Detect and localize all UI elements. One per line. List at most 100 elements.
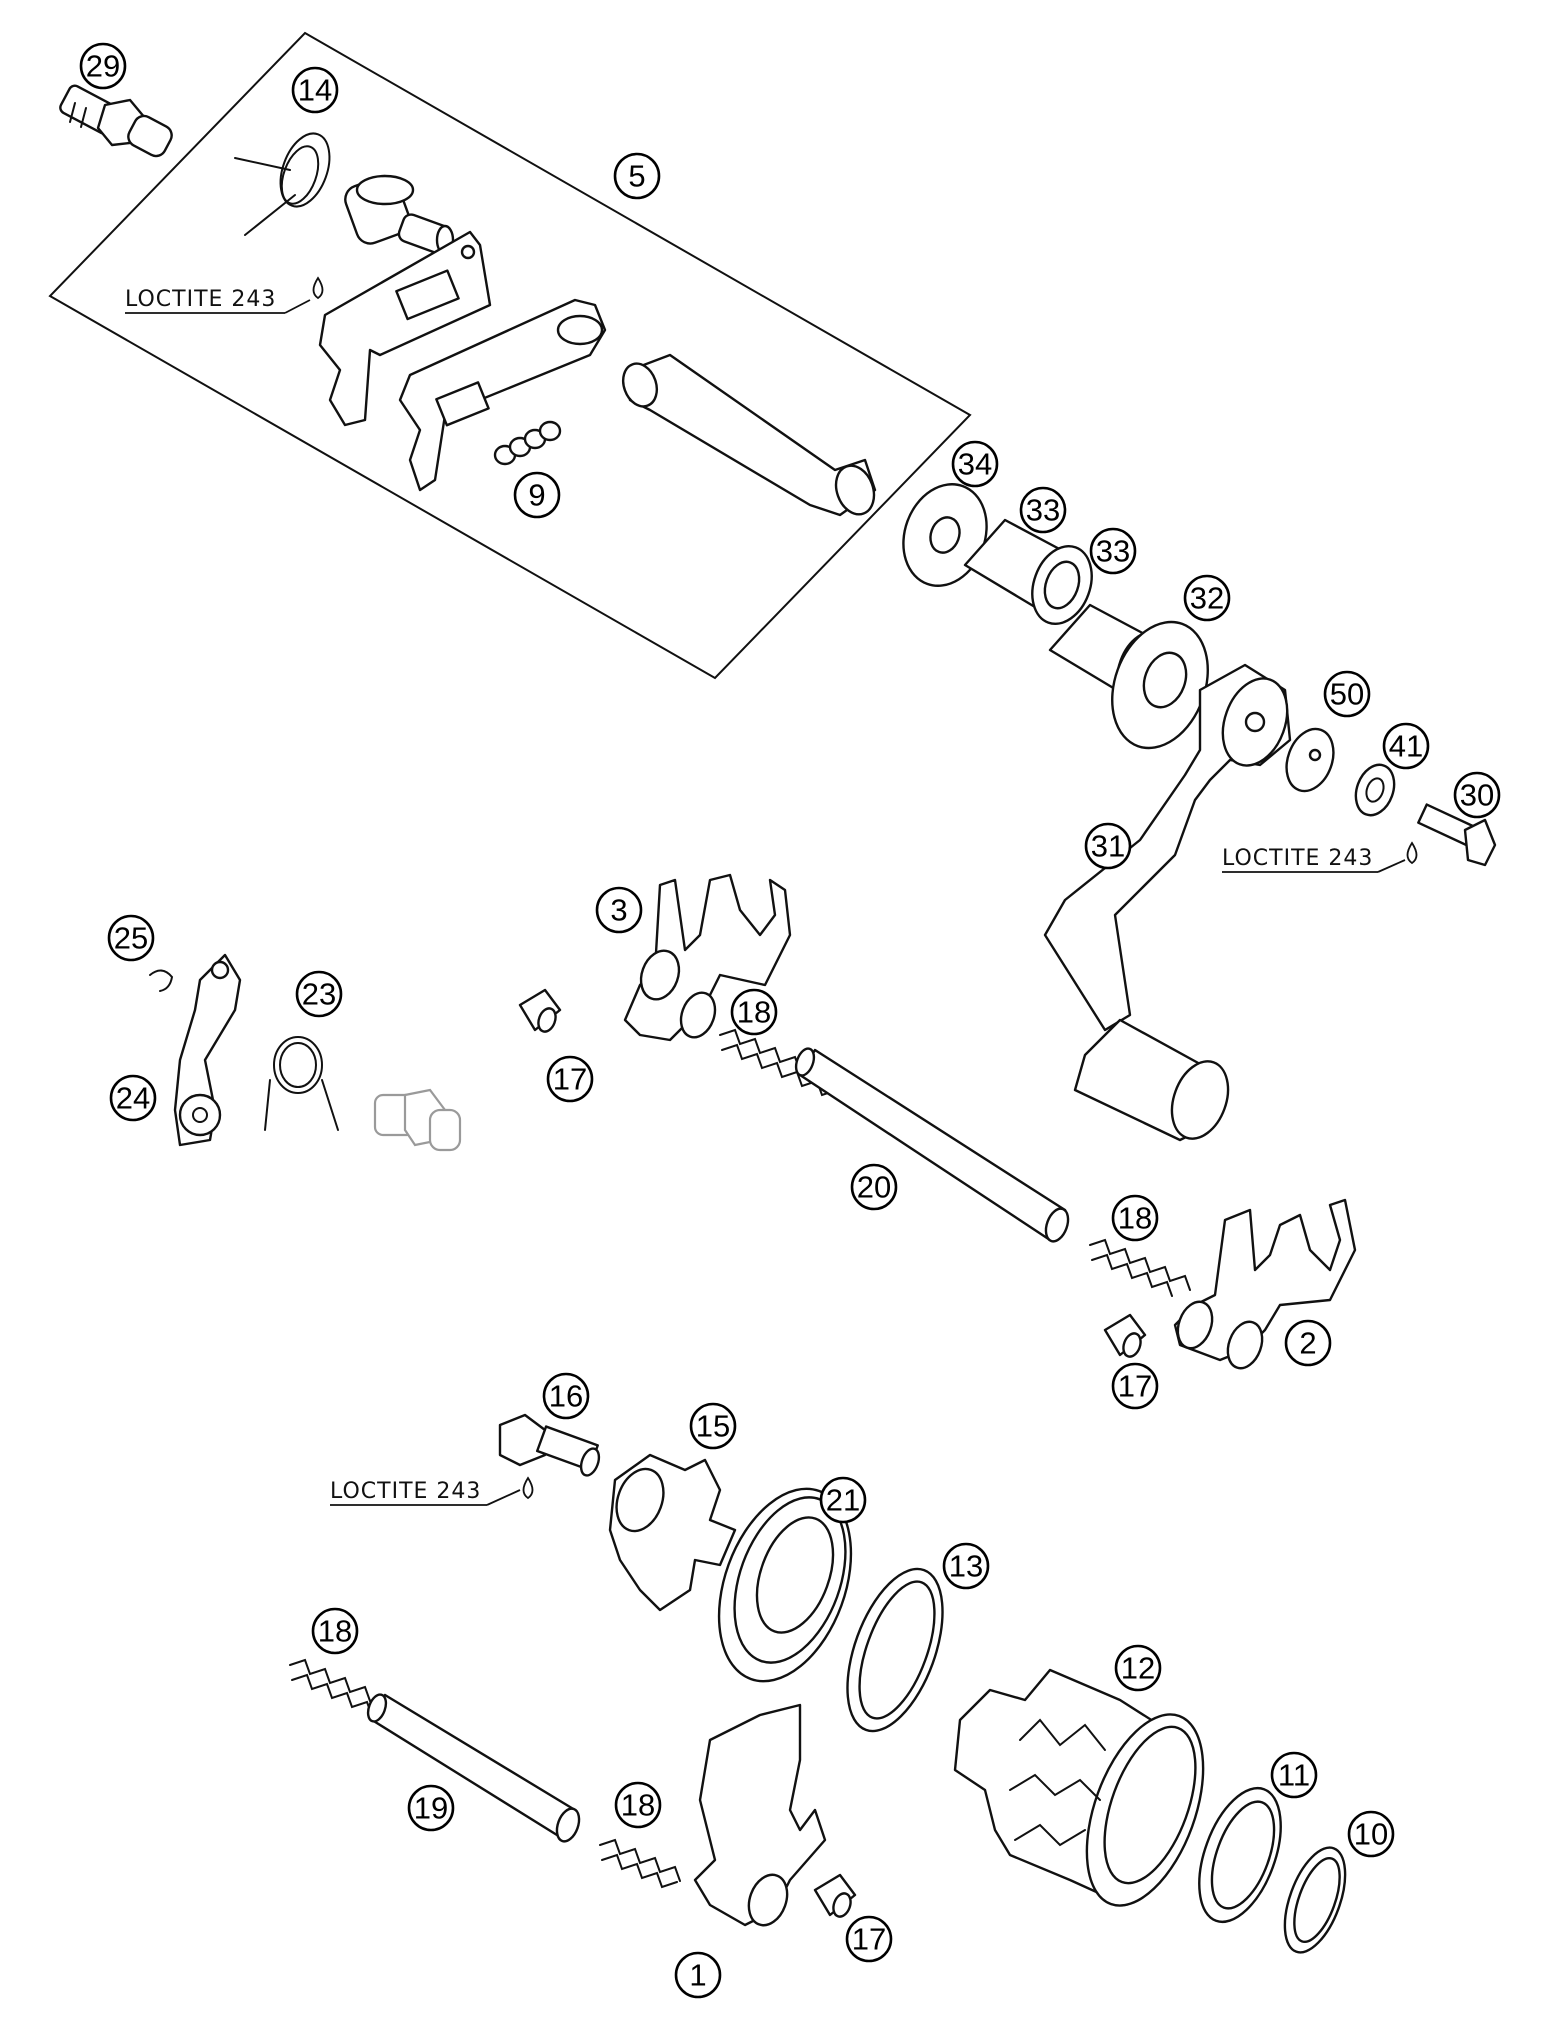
callout-41-label: 41 xyxy=(1389,729,1423,764)
part-17-pin-c xyxy=(813,1873,857,1918)
callout-16-label: 16 xyxy=(549,1379,583,1414)
callout-5: 5 xyxy=(613,152,661,200)
callout-33b-label: 33 xyxy=(1096,534,1130,569)
callout-21-label: 21 xyxy=(826,1483,860,1518)
part-10-washer xyxy=(1283,1846,1347,1954)
callout-34-label: 34 xyxy=(958,447,992,482)
callout-3-label: 3 xyxy=(610,893,627,928)
callout-12-label: 12 xyxy=(1121,1651,1155,1686)
part-16-bolt xyxy=(498,1413,601,1477)
loctite-note-top: LOCTITE 243 xyxy=(125,276,324,314)
callout-1-label: 1 xyxy=(689,1958,706,1993)
callout-10: 10 xyxy=(1347,1810,1395,1858)
shift-plate xyxy=(318,230,492,427)
part-17-pin-a xyxy=(518,988,562,1033)
part-2-shift-fork xyxy=(1173,1198,1357,1370)
part-25-circlip xyxy=(149,969,174,992)
part-33-bearing-a xyxy=(963,518,1093,625)
callout-17b: 17 xyxy=(1111,1362,1159,1410)
part-23-spring xyxy=(264,1036,339,1131)
callout-2-label: 2 xyxy=(1299,1326,1316,1361)
callout-1: 1 xyxy=(674,1951,722,1999)
callout-14: 14 xyxy=(291,66,339,114)
part-13-ring xyxy=(846,1567,944,1733)
part-41-lockwasher xyxy=(1354,763,1396,817)
callout-20: 20 xyxy=(850,1163,898,1211)
callout-31: 31 xyxy=(1084,822,1132,870)
callout-18c: 18 xyxy=(311,1607,359,1655)
callout-17a: 17 xyxy=(546,1055,594,1103)
callout-2: 2 xyxy=(1284,1319,1332,1367)
callout-14-label: 14 xyxy=(298,73,332,108)
part-21-bearing xyxy=(717,1487,853,1683)
loctite-label-bottom: LOCTITE 243 xyxy=(330,1479,481,1504)
callout-25-label: 25 xyxy=(114,921,148,956)
callout-20-label: 20 xyxy=(857,1170,891,1205)
callout-33a: 33 xyxy=(1019,486,1067,534)
part-24-locking-lever xyxy=(173,953,242,1147)
part-19-shaft xyxy=(366,1693,581,1843)
callout-19-label: 19 xyxy=(414,1791,448,1826)
callout-30-label: 30 xyxy=(1460,778,1494,813)
part-29-stud xyxy=(59,84,173,158)
shift-shaft xyxy=(621,353,877,517)
callout-17c: 17 xyxy=(845,1915,893,1963)
callout-12: 12 xyxy=(1114,1644,1162,1692)
callout-9-label: 9 xyxy=(528,478,545,513)
callout-3: 3 xyxy=(595,886,643,934)
callout-17c-label: 17 xyxy=(852,1922,886,1957)
part-1-shift-fork xyxy=(693,1703,827,1927)
callout-33b: 33 xyxy=(1089,527,1137,575)
callout-11: 11 xyxy=(1270,1751,1318,1799)
callout-17a-label: 17 xyxy=(553,1062,587,1097)
callout-24-label: 24 xyxy=(116,1081,150,1116)
detent-pin xyxy=(344,174,455,256)
callout-50: 50 xyxy=(1323,670,1371,718)
callout-31-label: 31 xyxy=(1091,829,1125,864)
callout-19: 19 xyxy=(407,1784,455,1832)
loctite-label-right: LOCTITE 243 xyxy=(1222,846,1373,871)
callout-41: 41 xyxy=(1382,722,1430,770)
assembly-group-outline xyxy=(48,31,972,680)
callout-11-label: 11 xyxy=(1278,1758,1310,1793)
callout-18d-label: 18 xyxy=(621,1788,655,1823)
callout-18a: 18 xyxy=(730,988,778,1036)
callout-9: 9 xyxy=(513,471,561,519)
selector-arm xyxy=(398,298,607,492)
part-9-rollers xyxy=(493,420,562,466)
loctite-label-top: LOCTITE 243 xyxy=(125,287,276,312)
callout-15-label: 15 xyxy=(696,1409,730,1444)
callout-23-label: 23 xyxy=(302,977,336,1012)
callout-29-label: 29 xyxy=(86,49,120,84)
part-3-shift-fork xyxy=(623,873,792,1042)
callout-32-label: 32 xyxy=(1190,581,1224,616)
callout-34: 34 xyxy=(951,440,999,488)
part-34-washer xyxy=(902,483,988,587)
callout-17b-label: 17 xyxy=(1118,1369,1152,1404)
loctite-note-right: LOCTITE 243 xyxy=(1222,841,1418,873)
part-30-bolt xyxy=(1417,803,1497,867)
part-12-shift-drum xyxy=(953,1668,1205,1907)
callout-5-label: 5 xyxy=(628,159,645,194)
loctite-note-bottom: LOCTITE 243 xyxy=(330,1476,534,1506)
part-17-pin-b xyxy=(1103,1313,1147,1358)
callout-29: 29 xyxy=(79,42,127,90)
callout-50-label: 50 xyxy=(1330,677,1364,712)
callout-32: 32 xyxy=(1183,574,1231,622)
callout-23: 23 xyxy=(295,970,343,1018)
callout-24: 24 xyxy=(109,1074,157,1122)
part-50-washer xyxy=(1285,727,1335,793)
callout-18b: 18 xyxy=(1111,1194,1159,1242)
part-11-bearing xyxy=(1198,1786,1282,1924)
part-18-spring-b xyxy=(1089,1238,1191,1297)
callout-30: 30 xyxy=(1453,771,1501,819)
callout-18a-label: 18 xyxy=(737,995,771,1030)
callout-10-label: 10 xyxy=(1354,1817,1388,1852)
part-15-shift-star xyxy=(608,1453,737,1612)
callout-13-label: 13 xyxy=(949,1549,983,1584)
part-14-spring xyxy=(234,132,331,236)
locking-lever-bolt xyxy=(373,1088,462,1152)
part-32-spacer xyxy=(1111,620,1209,750)
callout-21: 21 xyxy=(819,1476,867,1524)
